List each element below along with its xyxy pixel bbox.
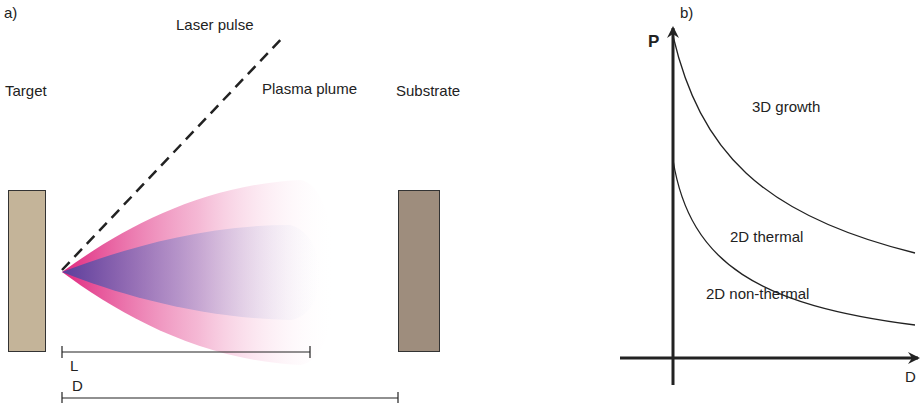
phase-boundary	[673, 160, 915, 325]
dimension-tick	[309, 346, 310, 358]
axis-label: D	[905, 368, 916, 385]
dimension-tick	[61, 392, 62, 403]
dimension-line	[62, 397, 398, 398]
panel-label: b)	[680, 4, 693, 21]
region-label: 2D thermal	[730, 228, 803, 245]
plasma-plume	[62, 180, 336, 365]
dimension-tick	[61, 346, 62, 358]
dimension-line	[62, 351, 310, 352]
region-label: 3D growth	[752, 98, 820, 115]
target-block: Substrate	[396, 82, 460, 99]
plume-core	[62, 225, 320, 320]
beam-label: Laser pulse	[176, 16, 254, 33]
y-axis	[672, 28, 675, 385]
material-block	[398, 190, 440, 352]
target-block: Target	[5, 82, 47, 99]
region-label: 2D non-thermal	[706, 285, 809, 302]
block-label: Target	[5, 82, 47, 99]
plume-label: Plasma plume	[262, 80, 357, 97]
phase-boundary	[673, 36, 915, 253]
dimension-tick	[397, 392, 398, 403]
dimension-label: D	[72, 377, 83, 394]
material-block	[8, 190, 46, 352]
panel-label: a)	[4, 4, 17, 21]
dimension-label: L	[70, 357, 78, 374]
laser-beam	[62, 35, 285, 270]
x-axis	[620, 357, 918, 360]
block-label: Substrate	[396, 82, 460, 99]
axis-label: P	[648, 32, 659, 52]
